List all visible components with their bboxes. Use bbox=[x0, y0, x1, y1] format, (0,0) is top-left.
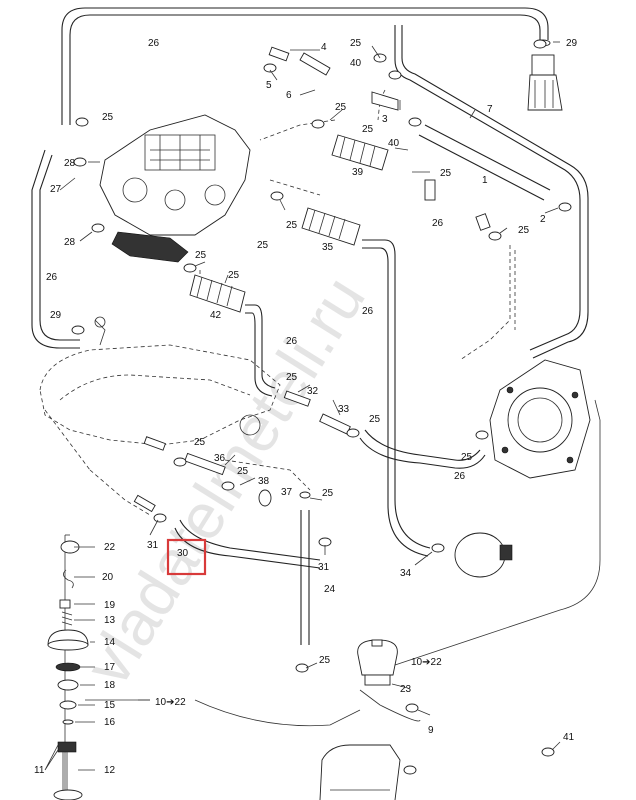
callout-c25l: 25 bbox=[369, 414, 381, 425]
callout-c35: 35 bbox=[322, 242, 334, 253]
callout-c25f: 25 bbox=[286, 220, 298, 231]
callout-c27: 27 bbox=[50, 184, 62, 195]
callout-c25k: 25 bbox=[286, 372, 298, 383]
callout-c17: 17 bbox=[104, 662, 116, 673]
callout-c25j: 25 bbox=[228, 270, 240, 281]
callout-c26e: 26 bbox=[286, 336, 298, 347]
exhaust-flange-illustration bbox=[489, 359, 591, 479]
dashed-routing bbox=[89, 89, 516, 516]
callout-c42: 42 bbox=[210, 310, 222, 321]
callout-c26f: 26 bbox=[454, 471, 466, 482]
small-connectors bbox=[133, 46, 491, 513]
callout-c28a: 28 bbox=[64, 158, 76, 169]
callout-c28b: 28 bbox=[64, 237, 76, 248]
cooler-42 bbox=[189, 274, 246, 313]
callout-c38: 38 bbox=[258, 476, 270, 487]
callout-c26b: 26 bbox=[432, 218, 444, 229]
callout-c12: 12 bbox=[104, 765, 116, 776]
callout-c31b: 31 bbox=[318, 562, 330, 573]
callout-c25q: 25 bbox=[319, 655, 331, 666]
callout-c36: 36 bbox=[214, 453, 226, 464]
callout-c25b: 25 bbox=[335, 102, 347, 113]
valve-exploded-view bbox=[47, 534, 89, 800]
callout-c25d: 25 bbox=[362, 124, 374, 135]
callout-c32: 32 bbox=[307, 386, 319, 397]
callout-c26a: 26 bbox=[148, 38, 160, 49]
callout-c3: 3 bbox=[382, 114, 388, 125]
bottom-tank-illustration bbox=[319, 744, 401, 800]
callout-c7: 7 bbox=[487, 104, 493, 115]
callout-c25m: 25 bbox=[194, 437, 206, 448]
callout-c26c: 26 bbox=[46, 272, 58, 283]
callout-c5: 5 bbox=[266, 80, 272, 91]
callout-c13: 13 bbox=[104, 615, 116, 626]
callout-c33: 33 bbox=[338, 404, 350, 415]
callout-c24: 24 bbox=[324, 584, 336, 595]
callout-c25a: 25 bbox=[350, 38, 362, 49]
cooler-35 bbox=[301, 207, 361, 246]
fitting-29-illustration bbox=[527, 39, 563, 111]
callout-c6: 6 bbox=[286, 90, 292, 101]
callout-c25n: 25 bbox=[237, 466, 249, 477]
callout-c11: 11 bbox=[34, 765, 45, 776]
pump-housing-illustration bbox=[39, 316, 281, 471]
highlight-box-30 bbox=[166, 538, 207, 576]
callout-c37: 37 bbox=[281, 487, 293, 498]
leader-lines bbox=[44, 41, 561, 771]
callout-c18: 18 bbox=[104, 680, 116, 691]
callout-c31a: 31 bbox=[147, 540, 159, 551]
tank-34-illustration bbox=[454, 532, 513, 578]
callout-c25p: 25 bbox=[461, 452, 473, 463]
callout-c41: 41 bbox=[563, 732, 575, 743]
callout-c2: 2 bbox=[540, 214, 546, 225]
callout-c34: 34 bbox=[400, 568, 412, 579]
callout-c25c: 25 bbox=[102, 112, 114, 123]
callout-c40b: 40 bbox=[388, 138, 400, 149]
callout-c15: 15 bbox=[104, 700, 116, 711]
callout-c20: 20 bbox=[102, 572, 114, 583]
callout-c29b: 29 bbox=[50, 310, 62, 321]
callout-c4: 4 bbox=[321, 42, 327, 53]
callout-c39: 39 bbox=[352, 167, 364, 178]
callout-c26d: 26 bbox=[362, 306, 374, 317]
callout-c16: 16 bbox=[104, 717, 116, 728]
callout-c25h: 25 bbox=[257, 240, 269, 251]
callout-c25i: 25 bbox=[195, 250, 207, 261]
hose-network bbox=[31, 7, 601, 727]
callout-c9: 9 bbox=[428, 725, 434, 736]
callout-c1: 1 bbox=[482, 175, 488, 186]
callout-c40a: 40 bbox=[350, 58, 362, 69]
watermark-text: vladatelmeteli.ru bbox=[71, 264, 379, 697]
callout-c30: 30 bbox=[177, 548, 189, 559]
callout-c19: 19 bbox=[104, 600, 116, 611]
reservoir-illustration bbox=[357, 639, 398, 686]
engine-illustration bbox=[99, 114, 251, 263]
callout-c25e: 25 bbox=[440, 168, 452, 179]
callout-c23: 23 bbox=[400, 684, 412, 695]
callout-r1022b: 10➔22 bbox=[155, 697, 186, 708]
callout-c14: 14 bbox=[104, 637, 116, 648]
callout-r1022a: 10➔22 bbox=[411, 657, 442, 668]
callout-c29a: 29 bbox=[566, 38, 578, 49]
callout-c22: 22 bbox=[104, 542, 116, 553]
callout-c25o: 25 bbox=[322, 488, 334, 499]
cooler-39 bbox=[331, 134, 389, 171]
callout-c25g: 25 bbox=[518, 225, 530, 236]
